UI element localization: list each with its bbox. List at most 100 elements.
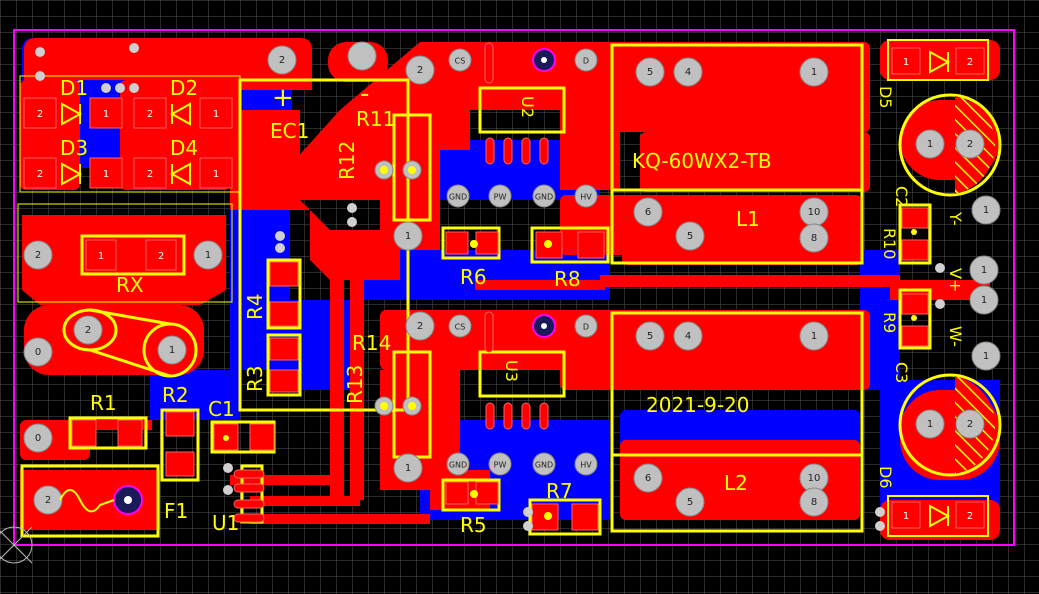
pad-label: 5 (647, 67, 653, 78)
r10-outline (898, 203, 932, 265)
r7-label: R7 (546, 479, 573, 503)
date-code: 2021-9-20 (646, 393, 750, 417)
r5-label: R5 (460, 513, 487, 537)
pad-label: 1 (205, 250, 211, 261)
r8-label: R8 (554, 267, 581, 291)
u3-outline (478, 350, 566, 398)
pad-label: PW (494, 193, 507, 202)
c3-label: C3 (892, 362, 911, 383)
r1-label: R1 (90, 391, 117, 415)
r5-outline (441, 478, 501, 512)
pad-label: 2 (35, 250, 41, 261)
l2-label: L2 (724, 471, 748, 495)
pad-label: 2 (158, 251, 164, 262)
d6-label: D6 (876, 466, 895, 489)
pad-label: 1 (213, 169, 219, 180)
pad-label: 2 (967, 511, 973, 522)
pad-label: 2 (967, 139, 973, 150)
r9-label: R9 (880, 312, 899, 333)
ic-legs (233, 42, 549, 523)
pad-label: GND (535, 193, 553, 202)
pad-label: 1 (405, 231, 411, 242)
d4-label: D4 (170, 136, 198, 160)
u1-label: U1 (212, 511, 239, 535)
r3-label: R3 (243, 365, 267, 392)
l1-outline (610, 43, 864, 265)
r13-label: R13 (343, 365, 367, 404)
pad-label: 2 (967, 57, 973, 68)
through-hole-pads: 2 2 CS D 1 GND PW GND HV 5 4 1 6 5 10 8 … (23, 41, 1001, 517)
ec1-plus: + (272, 83, 294, 113)
d3-label: D3 (60, 136, 88, 160)
ec1-label: EC1 (270, 119, 309, 143)
pad-label: 6 (645, 207, 651, 218)
pad-label: 1 (213, 109, 219, 120)
pad-label: 1 (169, 345, 175, 356)
pad-label: 2 (147, 169, 153, 180)
v-plus-label: V+ (946, 268, 965, 292)
pad-label: GND (449, 193, 467, 202)
rx-outline (80, 234, 186, 276)
l2-outline (610, 311, 864, 533)
r4-outline (266, 258, 302, 330)
rx-area (17, 203, 233, 303)
l1-label: L1 (736, 207, 760, 231)
r14-label: R14 (352, 331, 391, 355)
r6-label: R6 (460, 265, 487, 289)
r6-outline (441, 226, 501, 260)
pad-label: 5 (687, 497, 693, 508)
w-minus-label: W- (946, 326, 965, 347)
r11-body (392, 113, 432, 222)
pad-label: 1 (103, 109, 109, 120)
r12-label: R12 (335, 141, 359, 180)
pad-label: 8 (811, 233, 817, 244)
pad-label: D (583, 323, 589, 332)
d6-cap (898, 373, 1002, 477)
pad-label: 1 (903, 57, 909, 68)
d5-outline (887, 39, 989, 81)
pad-label: 5 (647, 331, 653, 342)
part-number: KQ-60WX2-TB (632, 149, 772, 173)
r2-outline (160, 408, 200, 482)
pad-label: 1 (981, 265, 987, 276)
pad-label: CS (455, 57, 466, 66)
pad-label: D (583, 57, 589, 66)
ec1-minus: - (360, 79, 369, 109)
pad-label: 10 (808, 473, 821, 484)
r11-label: R11 (356, 107, 395, 131)
pad-label: HV (580, 461, 592, 470)
pad-label: 4 (685, 67, 691, 78)
pad-label: 1 (927, 419, 933, 430)
pad-label: 1 (981, 295, 987, 306)
pad-label: 1 (405, 463, 411, 474)
rx-label: RX (116, 273, 144, 297)
u2-label: U2 (518, 96, 537, 118)
d2-label: D2 (170, 76, 198, 100)
pad-label: 1 (811, 67, 817, 78)
pad-label: 4 (685, 331, 691, 342)
pad-label: 0 (35, 433, 41, 444)
pad-label: 8 (811, 497, 817, 508)
r9-outline (898, 288, 932, 350)
d5-cap (898, 93, 1002, 197)
pad-label: 5 (687, 231, 693, 242)
r2-label: R2 (162, 383, 189, 407)
pad-label: 2 (45, 495, 51, 506)
r8-outline (530, 226, 610, 264)
pad-label: 10 (808, 207, 821, 218)
r10-label: R10 (880, 228, 899, 259)
pad-label: HV (580, 193, 592, 202)
pad-label: 2 (417, 65, 423, 76)
r1-outline (68, 416, 148, 450)
c1-label: C1 (208, 397, 235, 421)
pad-label: 1 (98, 251, 104, 262)
f1-label: F1 (164, 499, 188, 523)
pad-label: 2 (37, 169, 43, 180)
pad-label: 0 (35, 347, 41, 358)
pad-label: 2 (147, 109, 153, 120)
pad-label: 2 (279, 55, 285, 66)
pad-label: 1 (983, 205, 989, 216)
u2-outline (478, 86, 566, 134)
f1-outline (20, 464, 160, 538)
